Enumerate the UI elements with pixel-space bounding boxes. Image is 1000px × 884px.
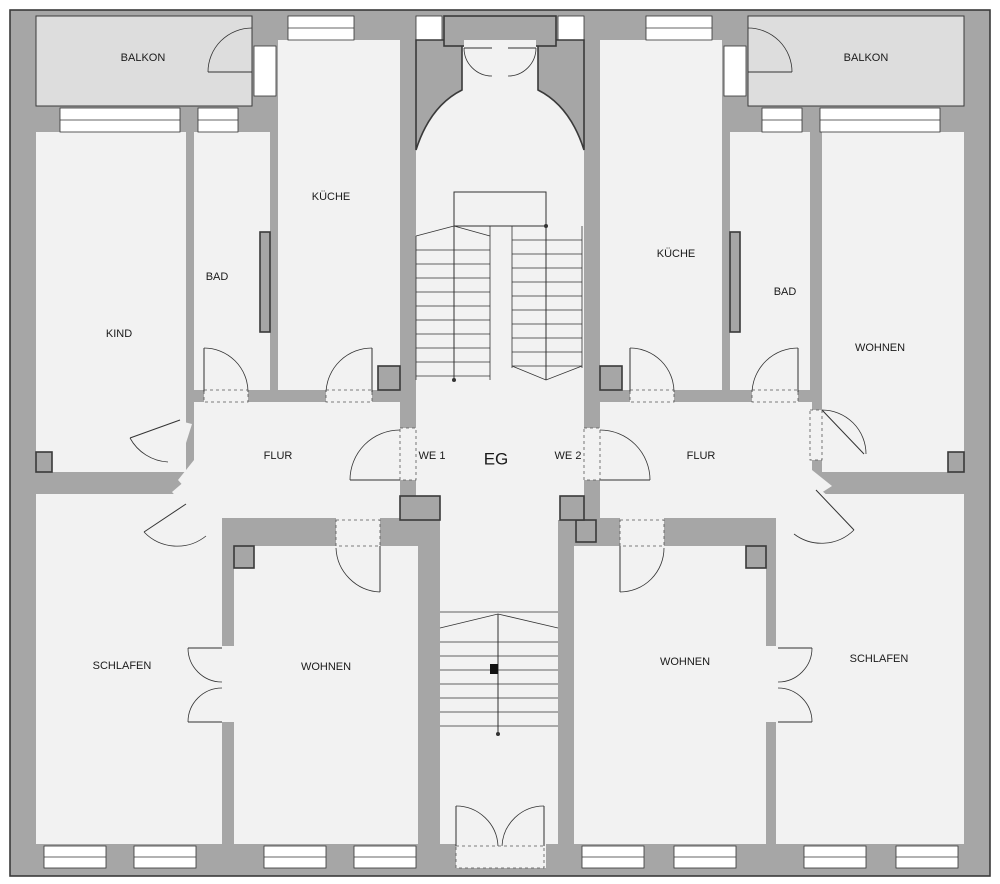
label-eg: EG — [484, 449, 509, 468]
room-bad-left — [194, 132, 270, 390]
label-wohnen-left: WOHNEN — [301, 661, 351, 673]
room-wohnen-upper-right — [822, 132, 964, 472]
windows — [43, 15, 959, 869]
label-flur-left: FLUR — [264, 450, 293, 462]
room-wohnen-left — [234, 546, 418, 844]
room-stairwell-upper — [416, 40, 584, 520]
room-flur-right — [600, 402, 832, 518]
room-kueche-right — [600, 40, 722, 390]
room-schlafen-right — [776, 494, 964, 844]
label-wohnen-right: WOHNEN — [660, 656, 710, 668]
room-wohnen-right — [574, 546, 766, 844]
lower-stairs — [439, 611, 559, 736]
balconies — [35, 15, 965, 107]
label-balkon-right: BALKON — [844, 52, 889, 64]
wall-openings — [166, 388, 828, 722]
label-kueche-right: KÜCHE — [657, 248, 696, 260]
label-bad-left: BAD — [206, 271, 229, 283]
label-kind: KIND — [106, 328, 132, 340]
upper-stairs — [415, 191, 583, 382]
label-schlafen-right: SCHLAFEN — [850, 653, 909, 665]
label-kueche-left: KÜCHE — [312, 191, 351, 203]
doors — [129, 27, 867, 869]
label-schlafen-left: SCHLAFEN — [93, 660, 152, 672]
room-bad-right — [730, 132, 810, 390]
room-kind — [36, 132, 186, 472]
room-schlafen-left — [36, 494, 222, 844]
room-entry — [456, 844, 546, 868]
room-stairwell-lower — [440, 520, 558, 844]
label-we1: WE 1 — [419, 450, 446, 462]
label-we2: WE 2 — [555, 450, 582, 462]
room-kueche-left — [278, 40, 400, 390]
room-flur-left — [178, 402, 400, 518]
room-labels: BALKON BALKON KÜCHE KÜCHE BAD BAD KIND W… — [93, 52, 909, 673]
balcony-right — [747, 15, 965, 107]
label-bad-right: BAD — [774, 286, 797, 298]
label-flur-right: FLUR — [687, 450, 716, 462]
partitions — [35, 231, 965, 569]
balcony-left — [35, 15, 253, 107]
label-wohnen-upper-right: WOHNEN — [855, 342, 905, 354]
rooms — [36, 40, 964, 868]
stairwell-arches — [415, 15, 585, 151]
label-balkon-left: BALKON — [121, 52, 166, 64]
